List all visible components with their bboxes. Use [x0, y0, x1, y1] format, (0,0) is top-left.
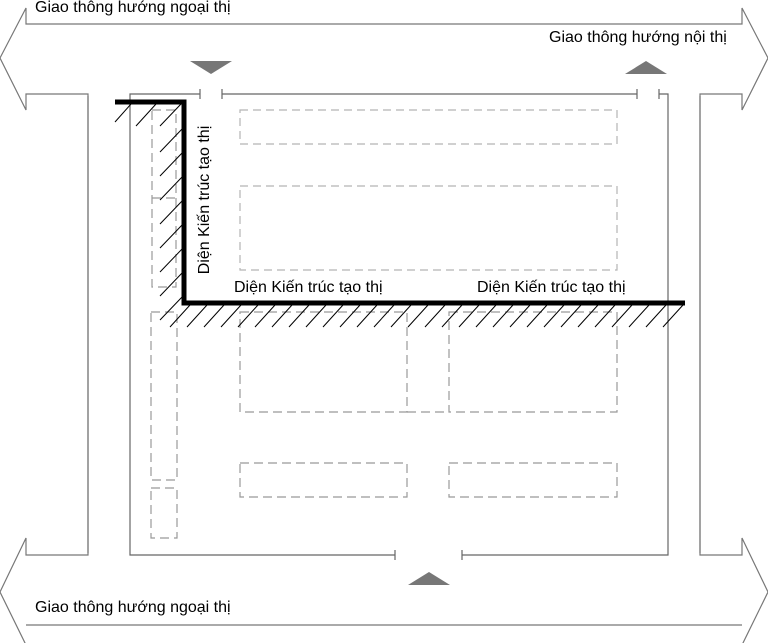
hatch-mark [220, 304, 242, 328]
building-footprint [150, 487, 178, 539]
hatch-mark [114, 103, 132, 123]
building-footprint [239, 109, 618, 145]
bottom-entry-triangle-icon [408, 572, 450, 585]
hatch-mark [135, 103, 157, 127]
bottom-road-label: Giao thông hướng ngoại thị [35, 599, 231, 616]
hatch-mark [611, 304, 633, 328]
hatch-mark [356, 304, 378, 328]
bottom-road-arrow-left [0, 96, 89, 643]
hatch-mark [305, 304, 327, 328]
facade-label-vertical: Diện Kiến trúc tạo thị [196, 125, 213, 275]
hatch-mark [186, 304, 208, 328]
facade-line [115, 99, 685, 306]
lot-boundary [129, 89, 669, 560]
hatch-mark [159, 247, 184, 273]
hatch-mark [441, 304, 463, 328]
exit-triangle-icon [625, 61, 667, 74]
building-footprint [239, 185, 618, 271]
facade-label-horizontal: Diện Kiến trúc tạo thị [234, 279, 383, 296]
facade-label-horizontal: Diện Kiến trúc tạo thị [477, 279, 626, 296]
hatch-mark [271, 304, 293, 328]
hatch-mark [322, 304, 344, 328]
inner-road-label: Giao thông hướng nội thị [549, 29, 727, 46]
hatch-mark [390, 304, 412, 328]
entry-triangle-icon [190, 61, 232, 74]
hatch-mark [159, 175, 184, 201]
bottom-road-arrow-right [699, 96, 768, 643]
hatch-mark [407, 304, 429, 328]
hatch-mark [237, 304, 259, 328]
hatch-mark [159, 271, 184, 297]
hatch-mark [203, 304, 225, 328]
hatch-mark [339, 304, 361, 328]
hatch-mark [159, 103, 182, 127]
hatch-mark [169, 304, 191, 328]
hatch-mark [159, 199, 184, 225]
hatch-mark [159, 151, 184, 177]
building-footprint [448, 311, 618, 413]
hatch-mark [159, 127, 184, 153]
facade-hatching [114, 103, 684, 328]
hatch-mark [458, 304, 480, 328]
hatch-mark [509, 304, 531, 328]
hatch-mark [628, 304, 650, 328]
hatch-mark [577, 304, 599, 328]
building-footprint [150, 311, 178, 481]
hatch-mark [594, 304, 616, 328]
hatch-mark [254, 304, 276, 328]
hatch-mark [662, 304, 684, 328]
building-footprint [448, 462, 618, 498]
hatch-mark [424, 304, 446, 328]
building-footprint [239, 311, 408, 413]
hatch-mark [560, 304, 582, 328]
hatch-mark [373, 304, 395, 328]
hatch-mark [159, 223, 184, 249]
hatch-mark [543, 304, 565, 328]
hatch-mark [475, 304, 497, 328]
building-footprint [239, 462, 408, 498]
hatch-mark [492, 304, 514, 328]
hatch-mark [159, 295, 184, 321]
top-road-arrow [0, 7, 768, 553]
hatch-mark [526, 304, 548, 328]
hatch-mark [645, 304, 667, 328]
hatch-mark [288, 304, 310, 328]
top-road-label: Giao thông hướng ngoại thị [35, 0, 231, 16]
